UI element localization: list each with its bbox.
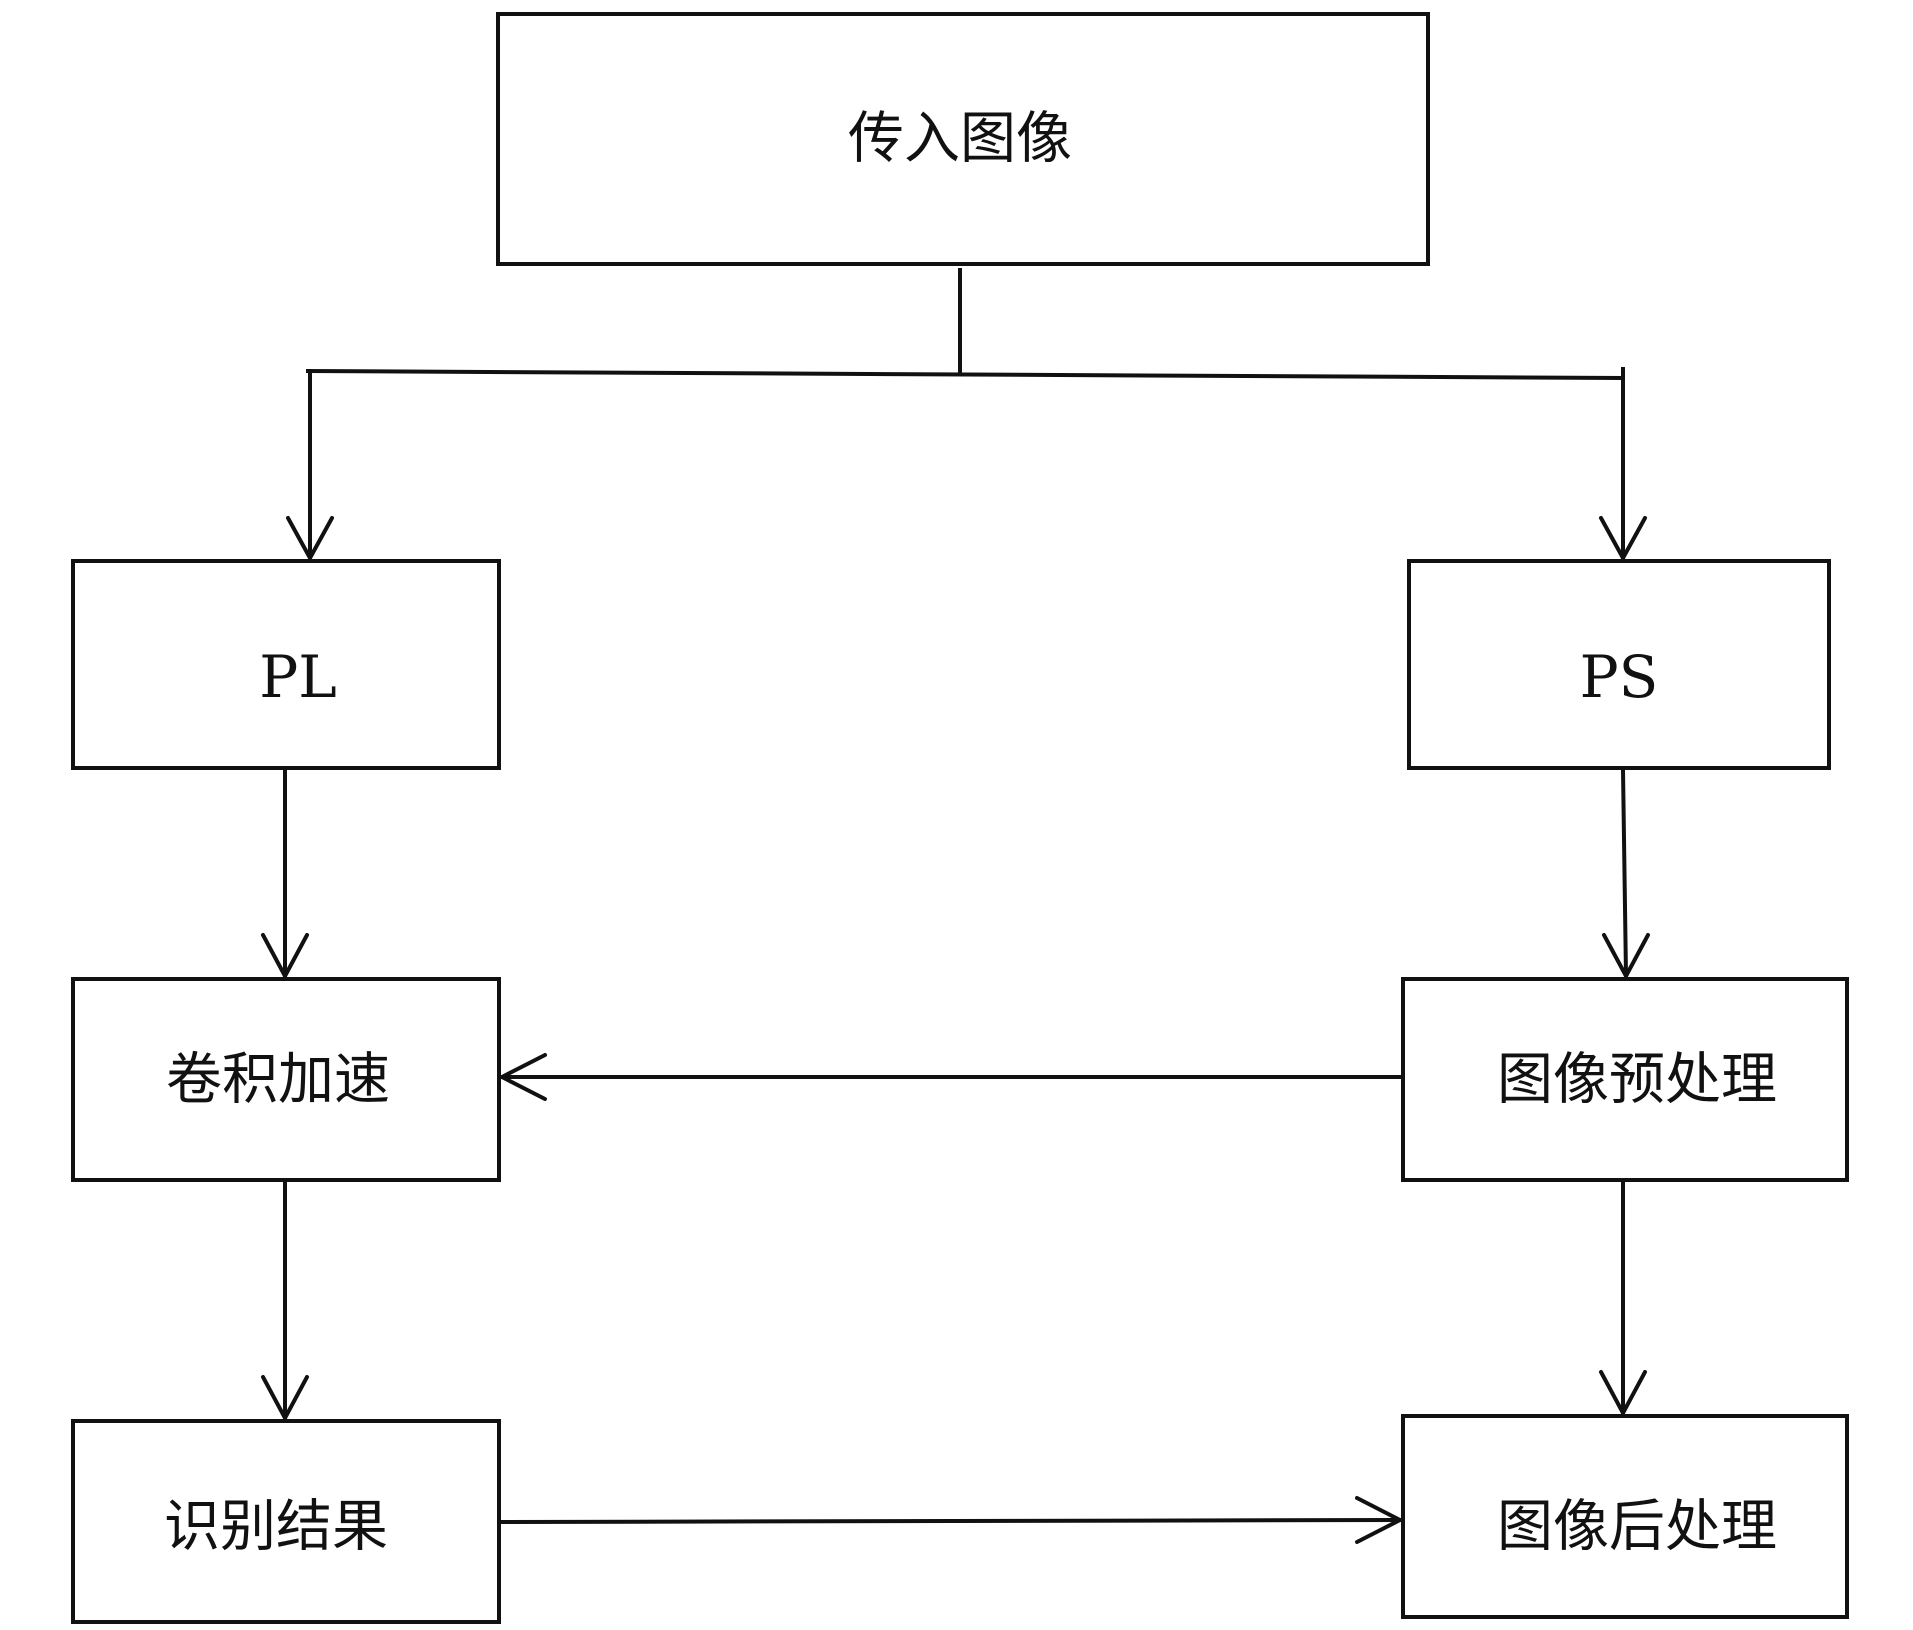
node-conv-accel: 卷积加速: [71, 977, 501, 1182]
node-input-image-label: 传入图像: [848, 107, 1072, 172]
edge-ps-to-preprocess: [1620, 767, 1629, 979]
node-img-postprocess-box: [1401, 1414, 1849, 1619]
arrowhead-pl-to-conv: [261, 933, 309, 978]
arrowhead-result-to-postprocess: [1355, 1496, 1402, 1544]
arrowhead-to-pl: [286, 516, 334, 560]
arrowhead-to-ps: [1599, 516, 1647, 560]
arrowhead-preprocess-to-conv: [500, 1053, 547, 1101]
node-img-postprocess: 图像后处理: [1401, 1414, 1849, 1619]
node-pl: PL: [71, 559, 501, 770]
arrowhead-ps-to-preprocess: [1602, 933, 1650, 978]
node-input-image: 传入图像: [496, 12, 1430, 266]
edge-result-to-postprocess: [497, 1517, 1403, 1525]
node-ps-box: [1407, 559, 1831, 770]
arrowhead-preprocess-to-postprocess: [1599, 1370, 1647, 1415]
node-recog-result: 识别结果: [71, 1419, 501, 1624]
edges: [261, 268, 1650, 1544]
node-img-preprocess: 图像预处理: [1401, 977, 1849, 1182]
node-ps-label: PS: [1580, 643, 1659, 711]
node-pl-box: [71, 559, 501, 770]
arrowhead-conv-to-result: [261, 1375, 309, 1420]
node-conv-accel-box: [71, 977, 501, 1182]
node-img-preprocess-label: 图像预处理: [1497, 1048, 1777, 1113]
node-input-image-box: [496, 12, 1430, 266]
node-ps: PS: [1407, 559, 1831, 770]
node-conv-accel-label: 卷积加速: [166, 1048, 390, 1113]
node-recog-result-box: [71, 1419, 501, 1624]
node-img-preprocess-box: [1401, 977, 1849, 1182]
node-pl-label: PL: [259, 643, 337, 711]
edge-split-horizontal: [305, 368, 1625, 381]
node-img-postprocess-label: 图像后处理: [1497, 1495, 1777, 1560]
node-recog-result-label: 识别结果: [164, 1495, 388, 1560]
